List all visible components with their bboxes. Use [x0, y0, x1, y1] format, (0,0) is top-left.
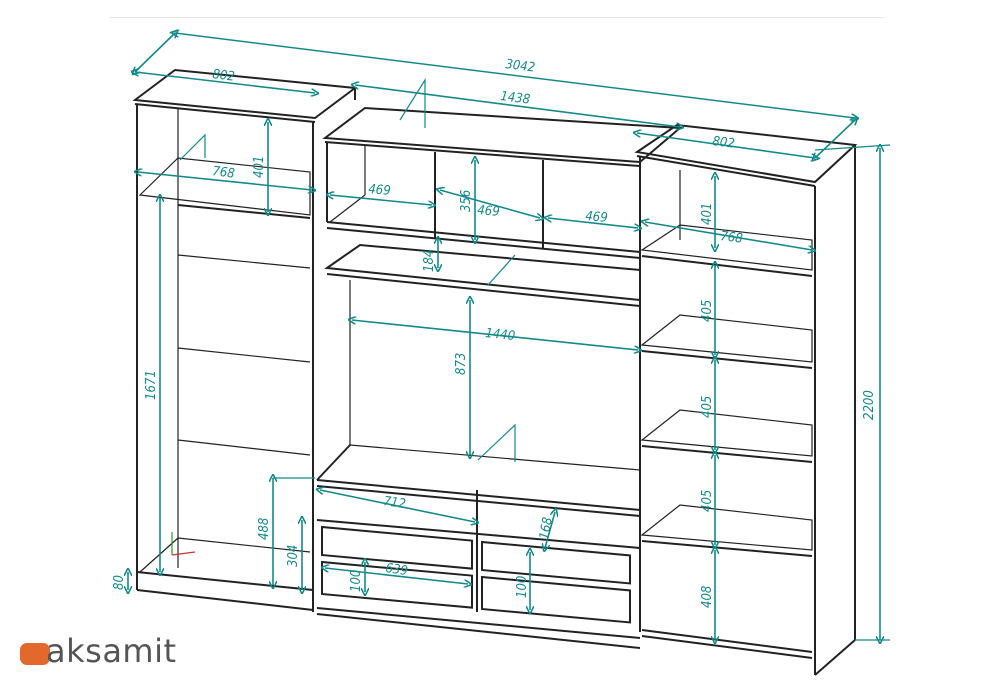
dim-niche-width-1: 469	[368, 182, 392, 199]
dim-total-width: 3042	[505, 57, 536, 76]
dim-drawer-block-height: 304	[286, 545, 301, 567]
dim-drawer-width: 639	[384, 561, 408, 579]
right-tower	[634, 123, 858, 676]
dim-base-height: 488	[257, 518, 272, 540]
dim-right-inner-width: 768	[720, 229, 744, 247]
dim-drawer-height-right: 100	[515, 576, 530, 598]
dim-tv-width: 1440	[485, 326, 516, 344]
dim-left-tower-width: 802	[212, 67, 236, 85]
dim-left-door-height: 1671	[144, 370, 159, 400]
dimension-lines	[128, 33, 891, 640]
dim-shelf-gap: 184	[422, 250, 437, 272]
brand-logo-icon	[20, 643, 50, 665]
dim-left-top-shelf: 401	[252, 156, 267, 178]
dim-right-shelf-1: 405	[700, 300, 715, 322]
dim-right-bottom-shelf: 408	[700, 586, 715, 608]
divider	[385, 17, 885, 18]
dim-middle-top-width: 1438	[500, 89, 531, 108]
dim-base-shelf-width: 712	[382, 494, 406, 512]
dimension-labels: 3042 802 1438 802 2200 768 401 1671 469 …	[112, 57, 877, 608]
divider	[110, 17, 385, 18]
dim-right-shelf-2: 405	[700, 396, 715, 418]
right-shelves	[640, 224, 813, 659]
dim-left-inner-width: 768	[212, 164, 236, 182]
dim-niche-width-2: 469	[477, 203, 501, 220]
dim-right-tower-width: 802	[712, 134, 736, 152]
dim-plinth-height: 80	[112, 575, 127, 590]
dim-tv-height: 873	[454, 353, 469, 375]
dim-right-shelf-3: 405	[700, 490, 715, 512]
dim-niche-height: 356	[459, 190, 474, 212]
dim-total-height: 2200	[862, 390, 877, 420]
dim-right-top-shelf: 401	[700, 203, 715, 225]
dim-niche-width-3: 469	[585, 209, 609, 226]
dim-open-shelf-height: 168	[537, 516, 556, 541]
brand-logo: aksamit	[46, 632, 177, 670]
dim-drawer-height-left: 100	[349, 570, 364, 592]
middle-base	[316, 280, 641, 649]
